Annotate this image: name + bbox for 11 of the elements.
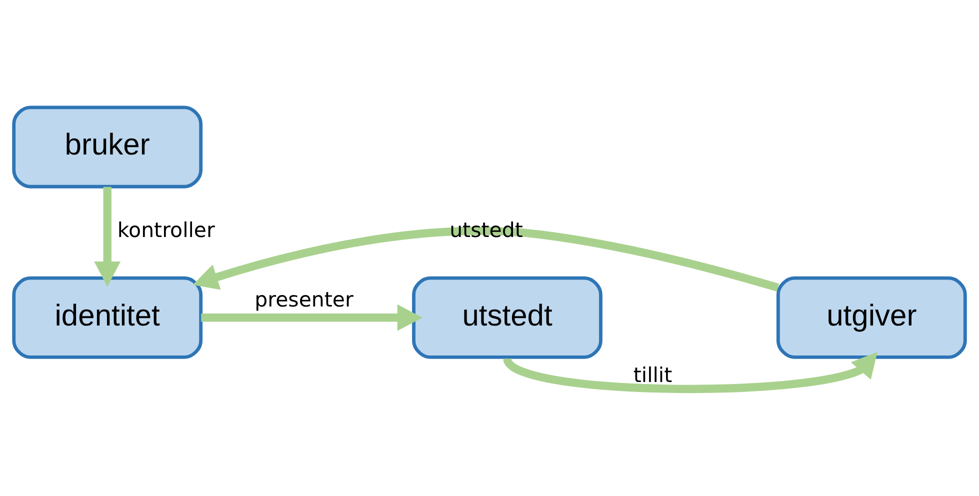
node-box: identitet — [12, 276, 203, 358]
edge-label: presenter — [254, 287, 354, 312]
node-box: utstedt — [412, 276, 602, 358]
arrow — [201, 304, 423, 330]
edge-label: tillit — [633, 362, 672, 387]
node-box: bruker — [12, 105, 203, 188]
node-box: utgiver — [776, 276, 967, 358]
arrow — [94, 186, 121, 286]
arrow — [192, 226, 780, 292]
edge-label: utstedt — [450, 218, 523, 242]
edge-label: kontroller — [117, 218, 215, 242]
